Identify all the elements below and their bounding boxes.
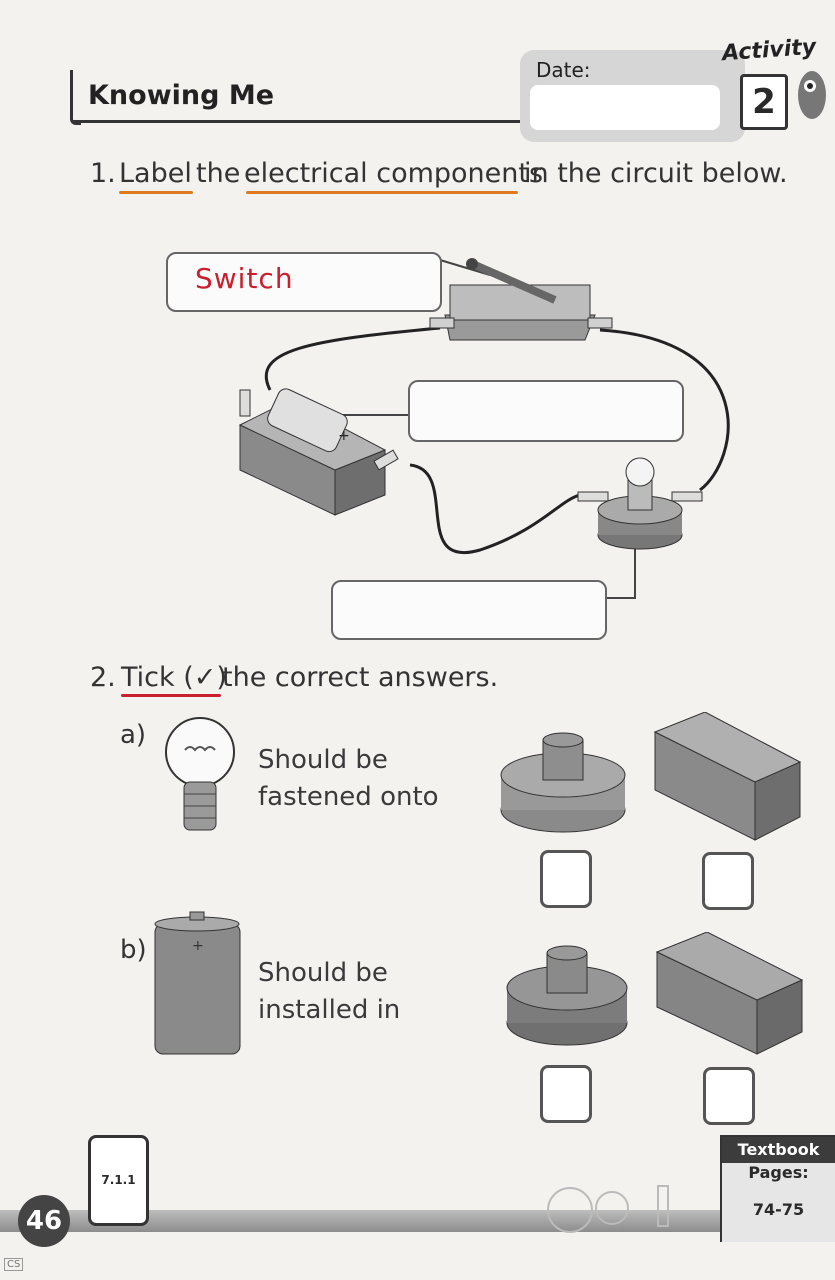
battery-holder-option-icon [655, 932, 804, 1055]
date-label: Date: [536, 58, 591, 82]
label-box-battery[interactable] [408, 380, 684, 442]
pages-value: 74-75 [752, 1200, 805, 1219]
page-title: Knowing Me [88, 80, 275, 111]
activity-number: 2 [740, 74, 788, 130]
light-bulb-icon [165, 717, 235, 831]
question-2-number: 2. [90, 662, 116, 693]
page-number: 46 [18, 1195, 70, 1247]
label-box-bulb[interactable] [331, 580, 607, 640]
curriculum-code: 7.1.1 [88, 1135, 149, 1226]
mascot-icon [798, 71, 826, 119]
battery-holder-option-icon [653, 712, 802, 841]
bulb-holder-option-icon [500, 732, 626, 833]
tick-box-a-battery-holder[interactable] [702, 852, 754, 910]
label-underline [119, 191, 193, 194]
header-line [72, 120, 522, 123]
question-1-word-the: the [196, 158, 241, 189]
svg-text:+: + [192, 938, 204, 954]
item-b-line1: Should be [258, 958, 388, 988]
header-rule [70, 70, 81, 125]
question-2-text: the correct answers. [222, 662, 499, 693]
components-underline [246, 191, 518, 194]
item-a-letter: a) [120, 720, 147, 750]
wire-battery-bulb [409, 463, 581, 554]
question-1-number: 1. [90, 158, 116, 189]
tick-box-b-bulb-holder[interactable] [540, 1065, 592, 1123]
wire-battery-switch [264, 326, 441, 391]
item-a-line2: fastened onto [258, 782, 439, 812]
bulb-holder-icon [577, 457, 703, 550]
tick-underline [121, 694, 221, 697]
switch-icon [429, 258, 613, 341]
battery-icon: + [154, 911, 241, 1055]
label-answer-switch: Switch [195, 262, 294, 295]
item-b-line2: installed in [258, 995, 401, 1025]
bulb-holder-option-icon [506, 945, 628, 1046]
circuit-diagram: + [238, 258, 730, 599]
item-a-line1: Should be [258, 745, 388, 775]
item-b-letter: b) [120, 935, 147, 965]
scanner-mark: CS [4, 1258, 24, 1271]
pages-label: Pages: [748, 1163, 809, 1182]
battery-holder-icon: + [238, 388, 399, 516]
date-field[interactable] [530, 85, 720, 130]
question-2-tick: Tick (✓) [121, 662, 227, 693]
question-1-rest: in the circuit below. [524, 158, 788, 189]
question-1-word-label: Label [119, 158, 192, 189]
label-box-switch[interactable] [166, 252, 442, 312]
textbook-label: Textbook [722, 1137, 835, 1163]
tick-box-b-battery-holder[interactable] [703, 1067, 755, 1125]
tick-box-a-bulb-holder[interactable] [540, 850, 592, 908]
lab-equipment-icon [547, 1185, 669, 1233]
question-1-word-components: electrical components [244, 158, 544, 189]
wire-switch-bulb [599, 328, 730, 492]
svg-text:+: + [338, 428, 350, 444]
